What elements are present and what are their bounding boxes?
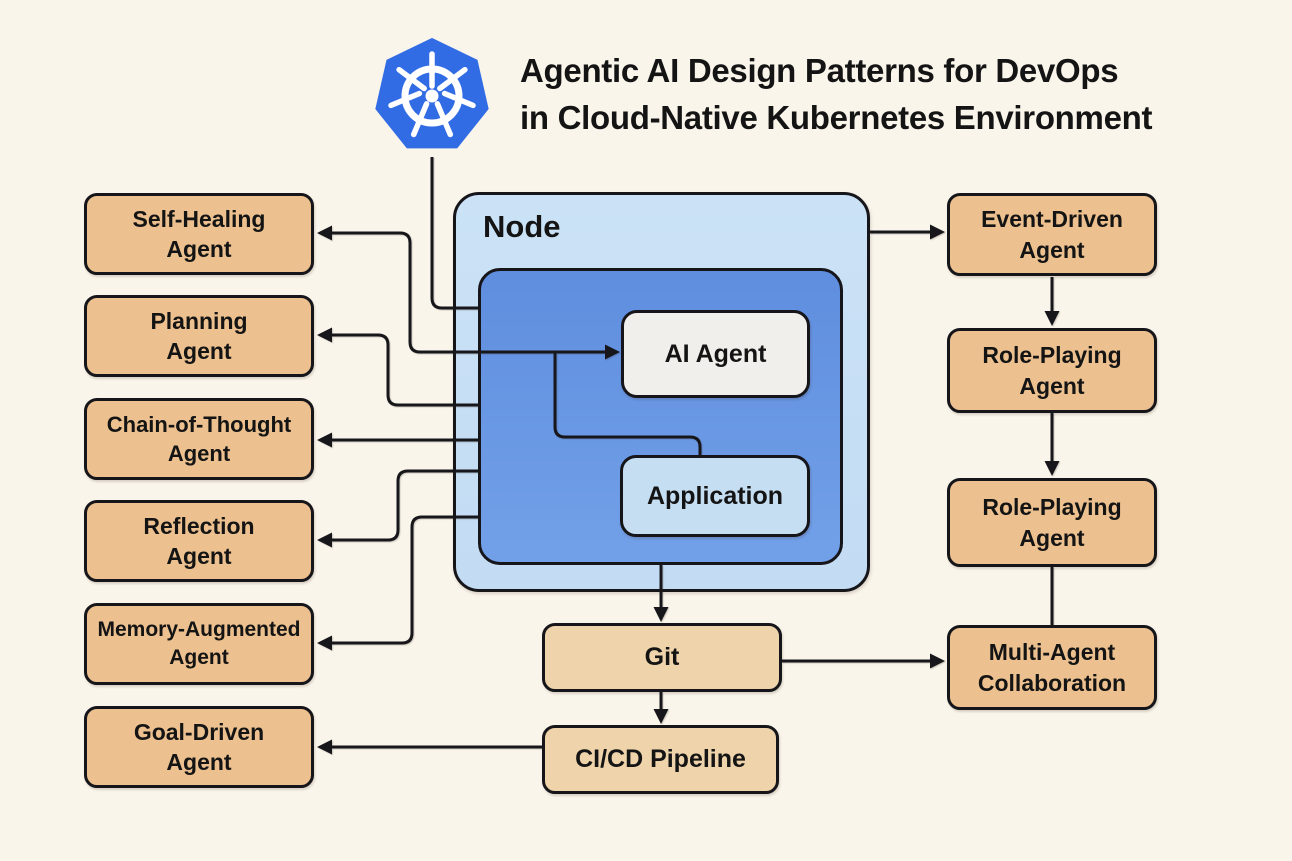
arrowhead-git bbox=[653, 607, 669, 622]
reflection-agent-box: Reflection Agent bbox=[84, 500, 314, 582]
kubernetes-logo-icon bbox=[375, 38, 489, 149]
arrowhead-memory bbox=[317, 635, 332, 651]
arrowhead-chainofthought bbox=[317, 432, 332, 448]
planning-agent-box: Planning Agent bbox=[84, 295, 314, 377]
arrowhead-cicd bbox=[653, 709, 669, 724]
title-line-1: Agentic AI Design Patterns for DevOps bbox=[520, 52, 1119, 89]
goal-driven-agent-box: Goal-Driven Agent bbox=[84, 706, 314, 788]
role-playing-agent-2-box: Role-Playing Agent bbox=[947, 478, 1157, 567]
application-box: Application bbox=[620, 455, 810, 537]
arrowhead-planning bbox=[317, 327, 332, 343]
arrowhead-roleplaying2 bbox=[1044, 461, 1060, 476]
multi-agent-collaboration-box: Multi-Agent Collaboration bbox=[947, 625, 1157, 710]
cicd-pipeline-box: CI/CD Pipeline bbox=[542, 725, 779, 794]
event-driven-agent-box: Event-Driven Agent bbox=[947, 193, 1157, 276]
arrowhead-reflection bbox=[317, 532, 332, 548]
arrowhead-eventdriven bbox=[930, 224, 945, 240]
memory-augmented-agent-box: Memory-Augmented Agent bbox=[84, 603, 314, 685]
arrowhead-roleplaying1 bbox=[1044, 311, 1060, 326]
role-playing-agent-1-box: Role-Playing Agent bbox=[947, 328, 1157, 413]
chain-of-thought-agent-box: Chain-of-Thought Agent bbox=[84, 398, 314, 480]
self-healing-agent-box: Self-Healing Agent bbox=[84, 193, 314, 275]
title-line-2: in Cloud-Native Kubernetes Environment bbox=[520, 98, 1153, 136]
diagram-title: Agentic AI Design Patterns for DevOps in… bbox=[520, 48, 1152, 142]
git-box: Git bbox=[542, 623, 782, 692]
arrowhead-selfhealing bbox=[317, 225, 332, 241]
node-label: Node bbox=[483, 209, 561, 244]
ai-agent-box: AI Agent bbox=[621, 310, 810, 398]
arrowhead-goaldriven bbox=[317, 739, 332, 755]
arrowhead-multiagent bbox=[930, 653, 945, 669]
